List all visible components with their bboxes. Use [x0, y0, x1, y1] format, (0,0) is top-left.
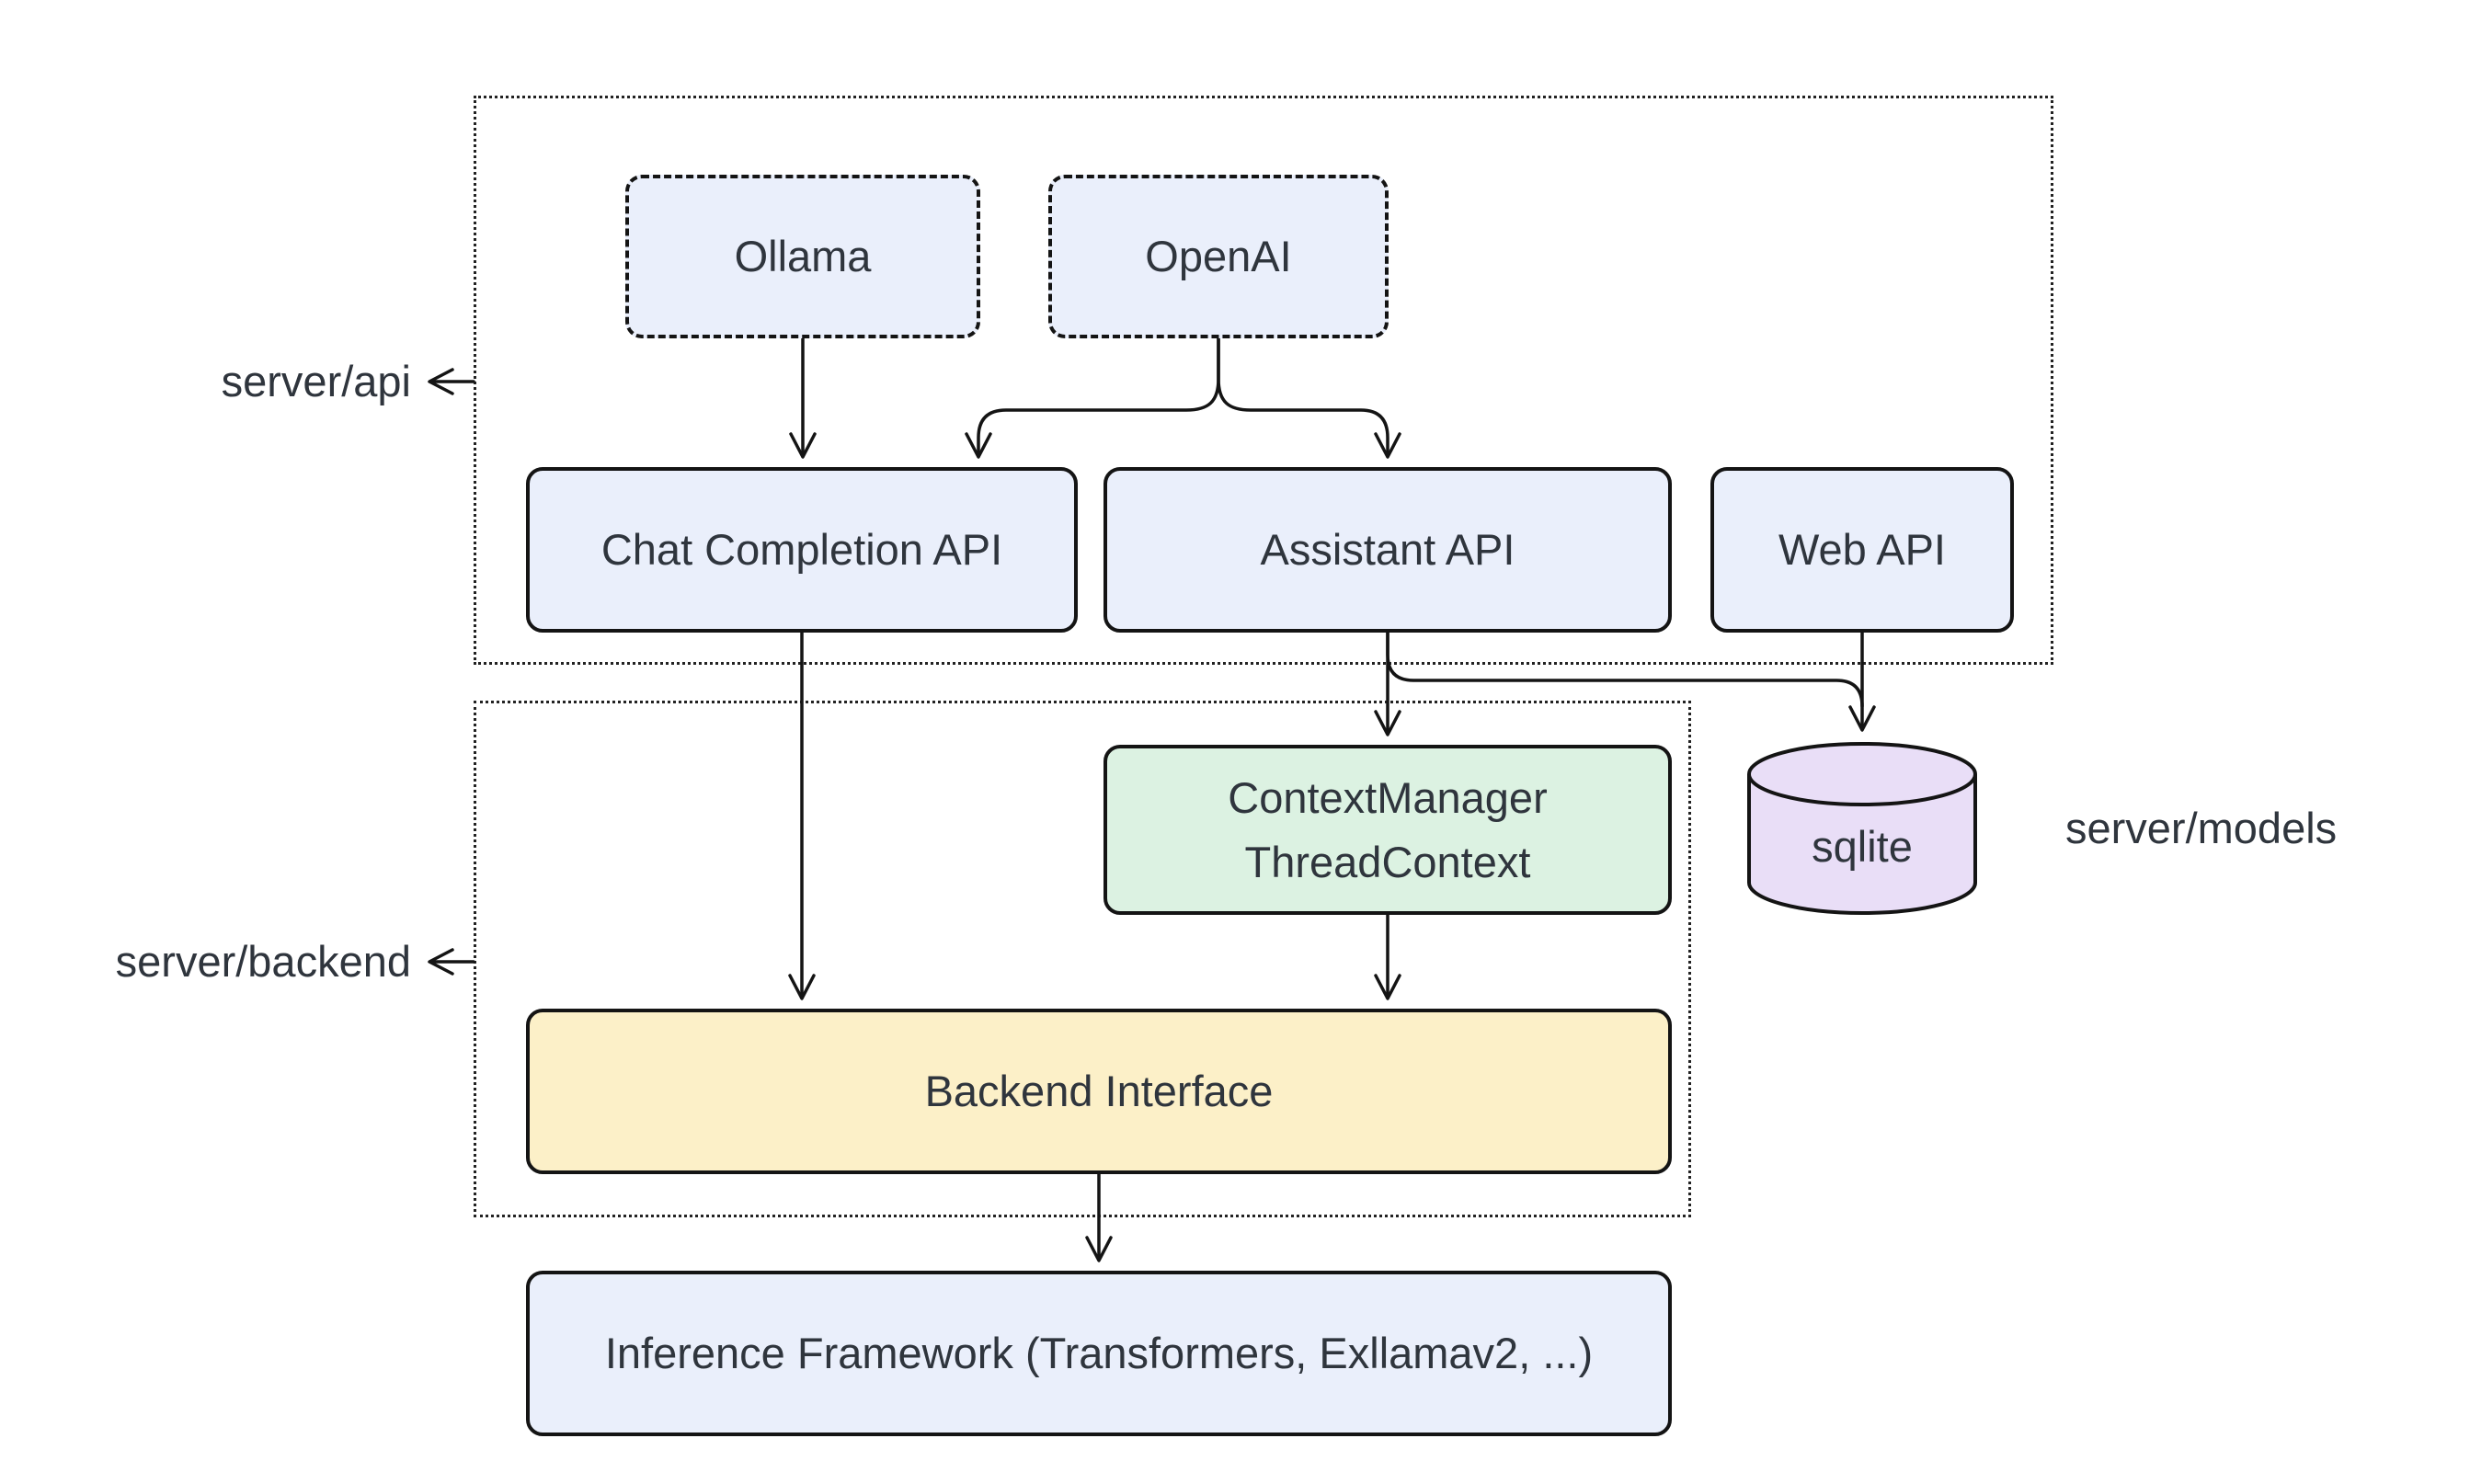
database-cylinder-icon — [1747, 742, 1977, 915]
server-backend-container — [474, 701, 1691, 1217]
node-assistant-api: Assistant API — [1103, 467, 1672, 633]
node-inference-framework: Inference Framework (Transformers, Exlla… — [526, 1271, 1672, 1436]
node-assistant-api-label: Assistant API — [1260, 524, 1515, 574]
node-backend-interface-label: Backend Interface — [924, 1066, 1274, 1115]
node-web-api: Web API — [1710, 467, 2014, 633]
server-backend-label: server/backend — [115, 937, 411, 986]
node-context-manager: ContextManager ThreadContext — [1103, 745, 1672, 915]
node-openai: OpenAI — [1048, 175, 1389, 338]
node-inference-framework-label: Inference Framework (Transformers, Exlla… — [604, 1328, 1594, 1377]
node-sqlite-database: sqlite — [1745, 740, 1979, 917]
server-api-label: server/api — [221, 357, 411, 405]
node-ollama: Ollama — [625, 175, 980, 338]
node-web-api-label: Web API — [1778, 524, 1946, 574]
node-chat-completion-api: Chat Completion API — [526, 467, 1078, 633]
node-backend-interface: Backend Interface — [526, 1009, 1672, 1174]
node-ollama-label: Ollama — [734, 231, 872, 280]
node-context-manager-label: ContextManager ThreadContext — [1228, 772, 1548, 886]
node-sqlite-label: sqlite — [1812, 822, 1913, 871]
server-models-label: server/models — [2065, 804, 2338, 852]
node-chat-completion-api-label: Chat Completion API — [600, 524, 1003, 574]
node-openai-label: OpenAI — [1145, 231, 1292, 280]
